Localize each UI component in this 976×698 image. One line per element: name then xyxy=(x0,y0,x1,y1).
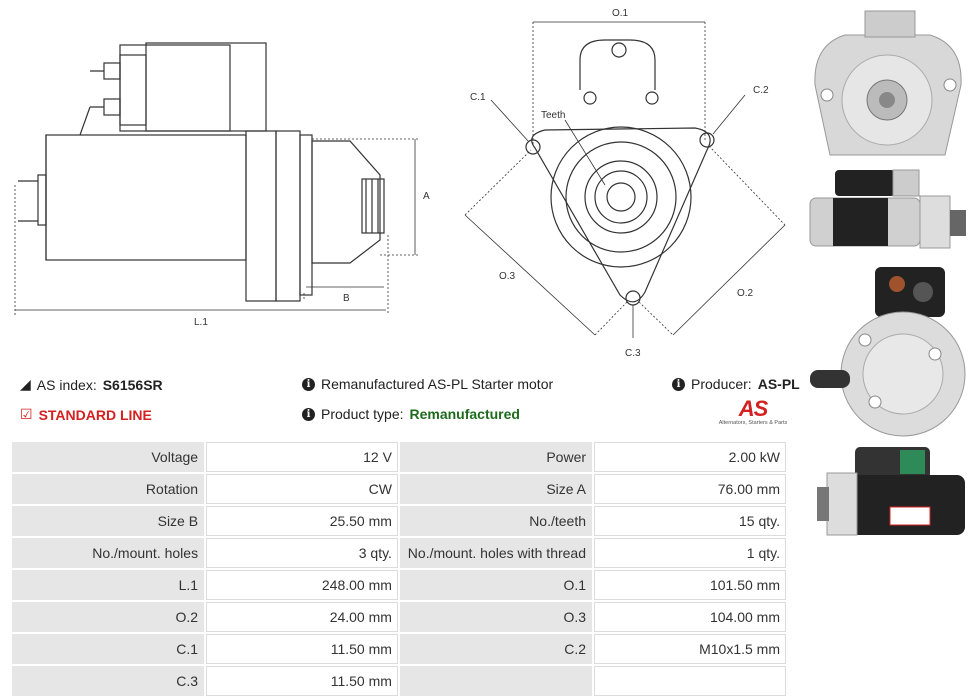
producer-label: Producer: xyxy=(691,376,752,392)
product-type: i Product type: Remanufactured xyxy=(302,406,520,422)
spec-value: 2.00 kW xyxy=(592,440,788,474)
product-photo-angle[interactable] xyxy=(815,445,975,540)
info-icon: i xyxy=(672,377,685,391)
producer-value: AS-PL xyxy=(757,376,800,392)
spec-label: C.3 xyxy=(9,664,207,698)
spec-value: 1 qty. xyxy=(592,536,788,570)
logo-mark: AS xyxy=(738,396,769,421)
spec-label: Size A xyxy=(397,472,595,506)
spec-label: C.1 xyxy=(9,632,207,666)
spec-value: 11.50 mm xyxy=(204,632,400,666)
producer: i Producer: AS-PL xyxy=(672,376,800,392)
spec-value: CW xyxy=(204,472,400,506)
spec-value: 101.50 mm xyxy=(592,568,788,602)
dim-label-b: B xyxy=(343,293,350,304)
spec-label: No./teeth xyxy=(397,504,595,538)
spec-label: Power xyxy=(397,440,595,474)
spec-value: 76.00 mm xyxy=(592,472,788,506)
spec-value: 104.00 mm xyxy=(592,600,788,634)
dim-label-l1: L.1 xyxy=(194,317,208,328)
as-pl-logo: AS Alternators, Starters & Parts xyxy=(714,396,792,427)
product-photo-rear[interactable] xyxy=(805,262,970,442)
dim-label-o2: O.2 xyxy=(737,288,754,299)
dim-label-o3: O.3 xyxy=(499,271,516,282)
as-index-value: S6156SR xyxy=(102,376,163,393)
tags-icon: ◢ xyxy=(20,376,31,392)
spec-label: No./mount. holes with thread xyxy=(397,536,595,570)
spec-label: O.1 xyxy=(397,568,595,602)
spec-value: 12 V xyxy=(204,440,400,474)
spec-value xyxy=(592,664,788,698)
product-photo-side[interactable] xyxy=(805,168,970,253)
spec-label: L.1 xyxy=(9,568,207,602)
side-view-drawing: A B L.1 xyxy=(14,42,430,328)
spec-label: O.2 xyxy=(9,600,207,634)
spec-label: C.2 xyxy=(397,632,595,666)
spec-label: O.3 xyxy=(397,600,595,634)
dim-label-o1: O.1 xyxy=(612,8,629,19)
description-text: Remanufactured AS-PL Starter motor xyxy=(321,376,554,392)
front-view-drawing: O.1 C.1 C.2 Teeth O.3 O.2 C.3 xyxy=(464,8,786,359)
dim-label-c1: C.1 xyxy=(470,92,486,103)
as-index-label: AS index: xyxy=(36,376,97,393)
spec-value: 248.00 mm xyxy=(204,568,400,602)
as-index: ◢ AS index: S6156SR xyxy=(20,376,163,393)
dim-label-teeth: Teeth xyxy=(541,110,565,121)
dim-label-a: A xyxy=(423,191,430,202)
dim-label-c3: C.3 xyxy=(625,348,641,359)
product-type-label: Product type: xyxy=(321,406,404,422)
spec-value: 11.50 mm xyxy=(204,664,400,698)
spec-value: 25.50 mm xyxy=(204,504,400,538)
product-description: i Remanufactured AS-PL Starter motor xyxy=(302,376,553,392)
spec-value: 3 qty. xyxy=(204,536,400,570)
standard-line-label: STANDARD LINE xyxy=(38,406,152,423)
checkbox-icon: ☑ xyxy=(20,406,33,422)
product-type-value: Remanufactured xyxy=(409,406,520,422)
standard-line: ☑ STANDARD LINE xyxy=(20,406,152,423)
dim-label-c2: C.2 xyxy=(753,85,769,96)
spec-label: Voltage xyxy=(9,440,207,474)
spec-value: 15 qty. xyxy=(592,504,788,538)
spec-value: 24.00 mm xyxy=(204,600,400,634)
spec-label: Rotation xyxy=(9,472,207,506)
spec-label xyxy=(397,664,595,698)
product-photo-front[interactable] xyxy=(805,5,970,165)
logo-tagline: Alternators, Starters & Parts xyxy=(718,420,788,426)
spec-value: M10x1.5 mm xyxy=(592,632,788,666)
info-icon: i xyxy=(302,407,315,421)
spec-label: Size B xyxy=(9,504,207,538)
spec-label: No./mount. holes xyxy=(9,536,207,570)
info-icon: i xyxy=(302,377,315,391)
